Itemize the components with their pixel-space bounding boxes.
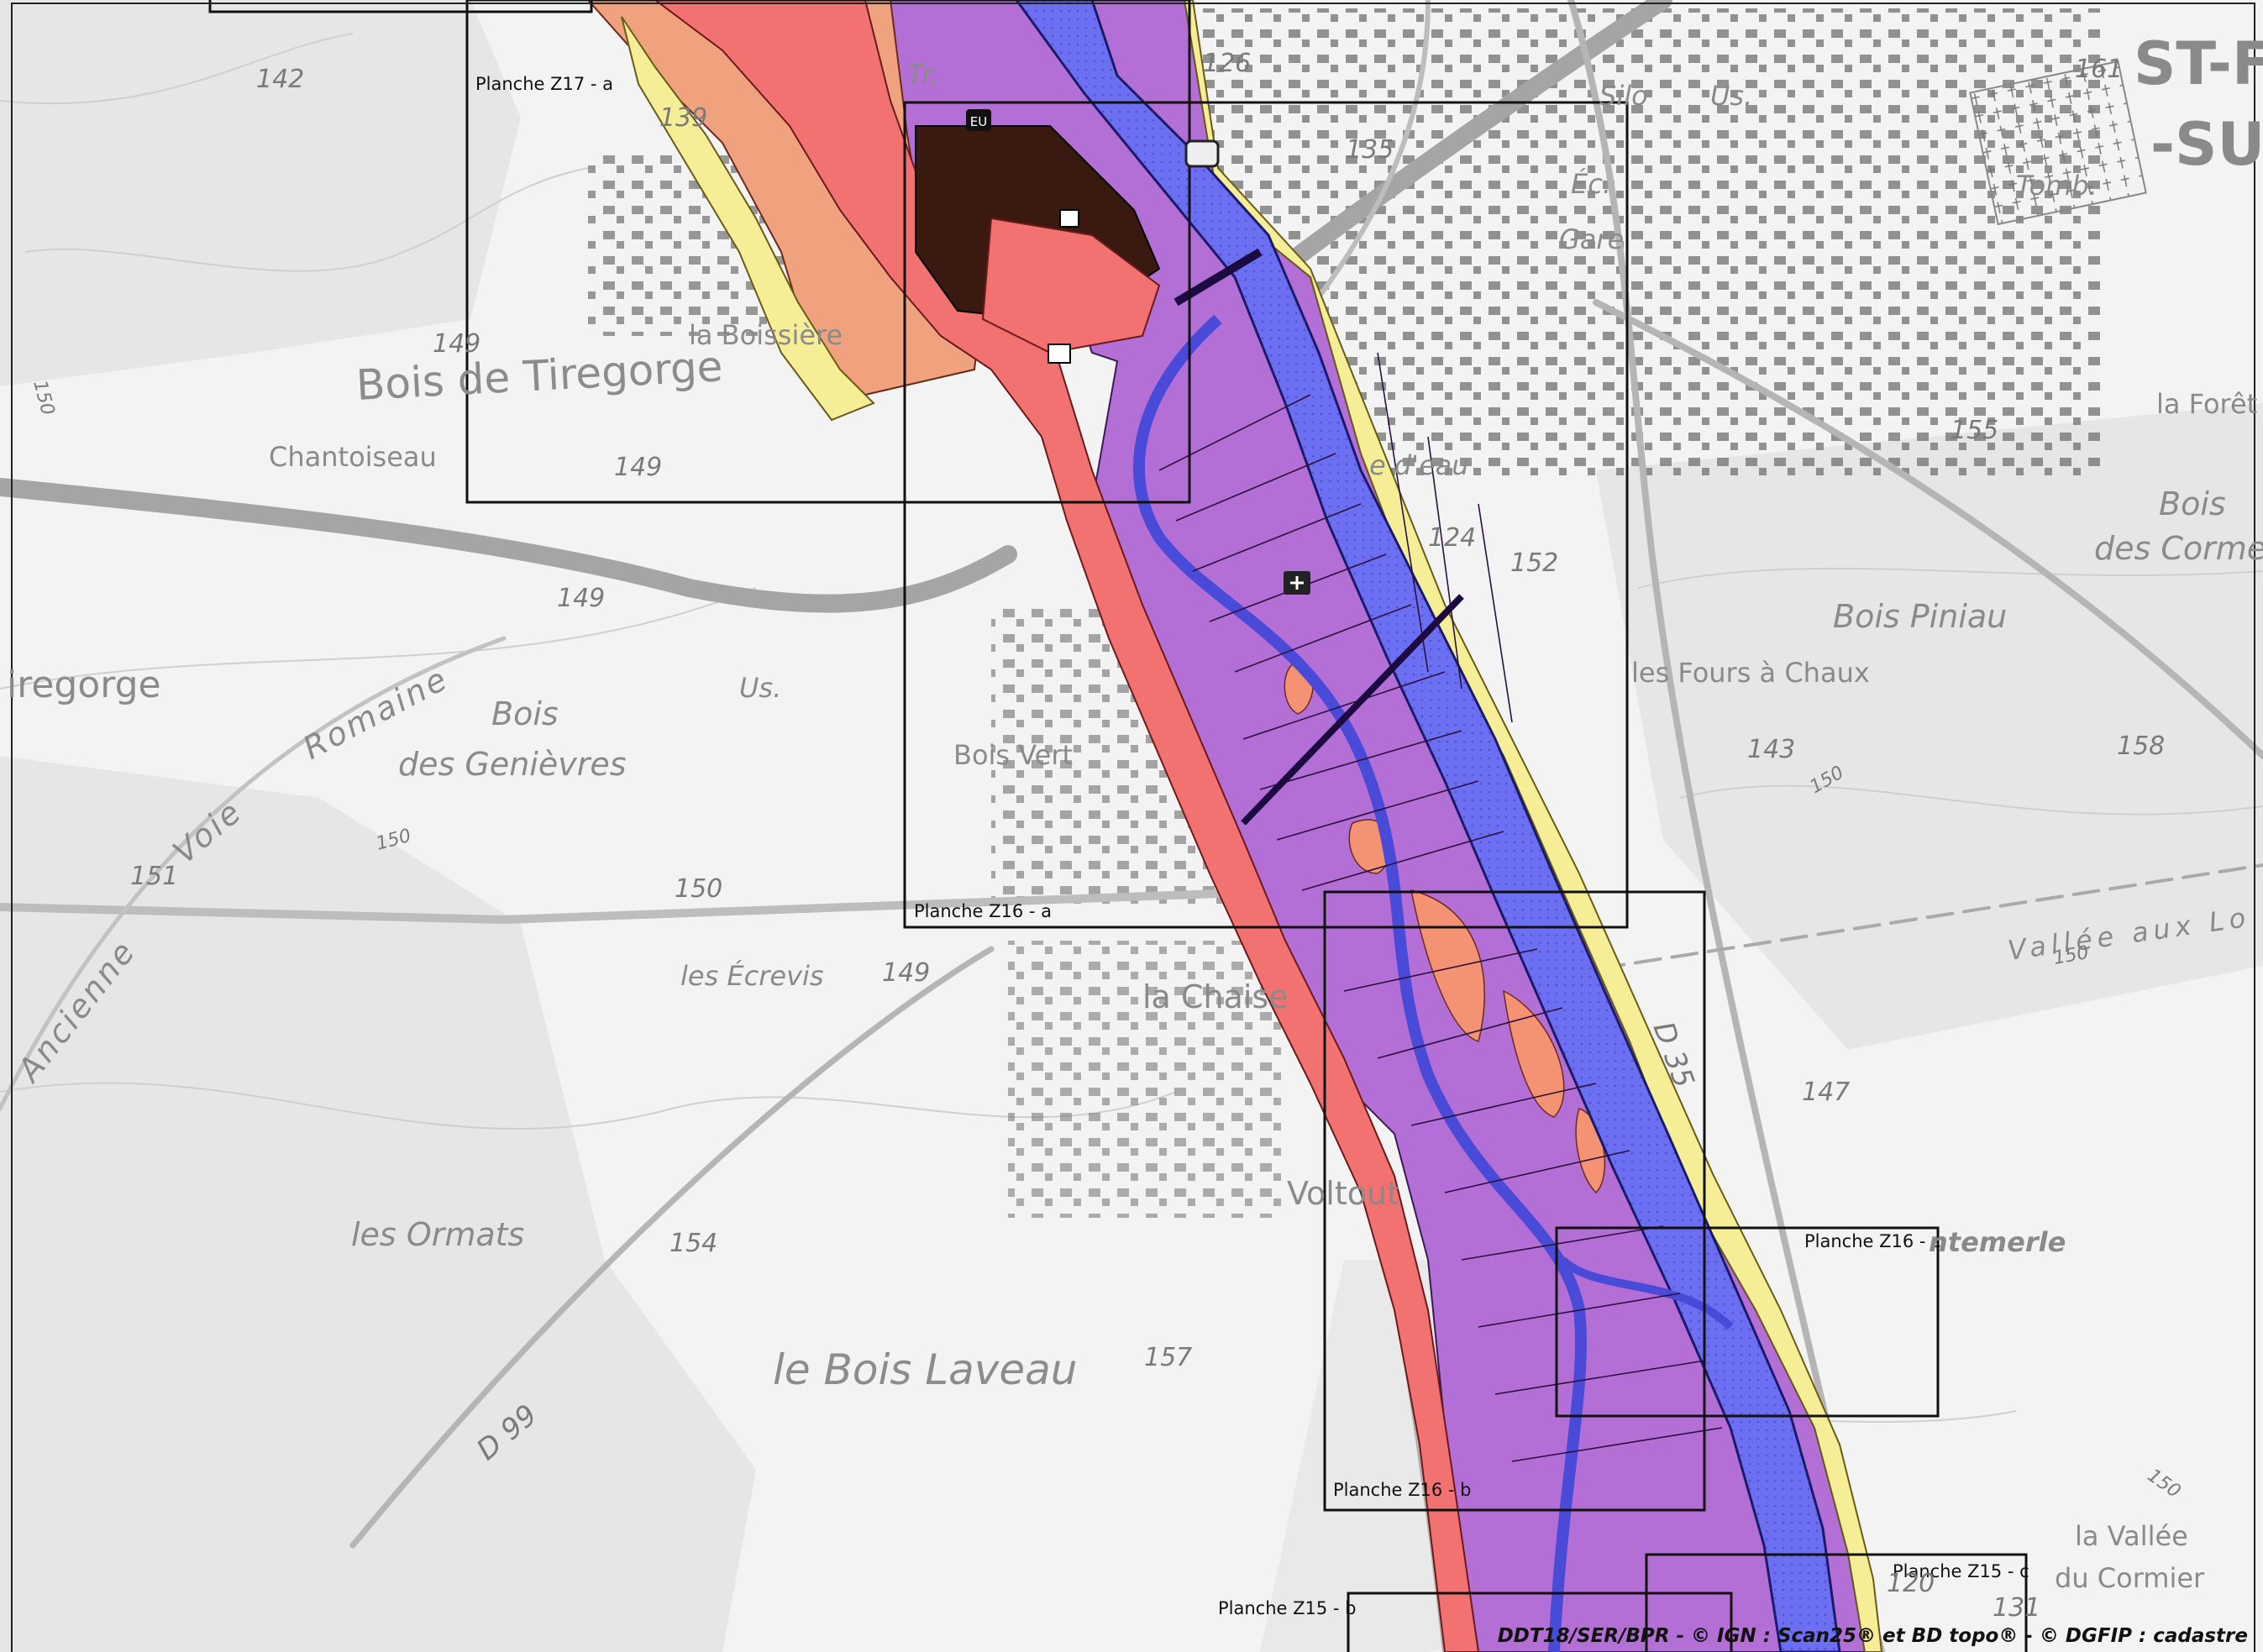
label-la-vallee-2: du Cormier <box>2055 1562 2205 1594</box>
map-credit: DDT18/SER/BPR - © IGN : Scan25® et BD to… <box>1497 1625 2248 1647</box>
altitude-155: 155 <box>1951 416 1998 445</box>
label-silo: Silo <box>1599 80 1648 112</box>
label-chantemerle: ntemerle <box>1929 1226 2066 1258</box>
cross-icon[interactable] <box>1284 571 1310 595</box>
plate-frame-z16c[interactable] <box>1555 1226 1940 1418</box>
station-icon[interactable] <box>1184 139 1220 168</box>
label-tiregorge: iregorge <box>7 663 161 706</box>
plate-frame-z17a[interactable] <box>465 0 1191 504</box>
school-icon[interactable] <box>1047 344 1071 364</box>
altitude-152: 152 <box>1510 548 1558 578</box>
plate-label-z16a: Planche Z16 - a <box>914 901 1052 921</box>
plate-label-z17a: Planche Z17 - a <box>475 74 613 94</box>
label-les-ecrevis: les Écrevis <box>680 960 824 992</box>
label-us-2: Us. <box>739 672 781 704</box>
label-bois-genievres-1: Bois <box>491 695 559 732</box>
label-us-1: Us. <box>1710 80 1752 112</box>
secondary-channel[interactable] <box>1132 314 1588 1652</box>
altitude-139: 139 <box>659 103 707 133</box>
contour-lines <box>0 33 2263 1429</box>
zone-red-west[interactable] <box>654 0 1480 1652</box>
altitude-161: 161 <box>2075 55 2123 84</box>
altitude-142: 142 <box>256 65 304 94</box>
label-bois-vert: Bois Vert <box>953 739 1073 771</box>
altitude-154: 154 <box>669 1229 717 1258</box>
label-la-vallee-1: la Vallée <box>2075 1520 2188 1552</box>
plate-frame-z15c[interactable] <box>1645 1553 2028 1652</box>
label-le-bois-laveau: le Bois Laveau <box>773 1345 1077 1394</box>
blocks-voltout <box>1008 941 1285 1218</box>
altitude-149-b: 149 <box>614 453 662 482</box>
label-chantoiseau: Chantoiseau <box>269 441 437 473</box>
altitude-131: 131 <box>1993 1593 2040 1623</box>
eu-icon-text: EU <box>970 114 987 129</box>
plate-frame-z16a[interactable] <box>903 101 1629 929</box>
plate-frame-z16b[interactable] <box>1323 890 1706 1512</box>
zone-red-core[interactable] <box>981 217 1161 354</box>
label-eau: e d'eau <box>1369 449 1469 481</box>
label-les-ormats: les Ormats <box>351 1216 524 1253</box>
plate-label-z16c: Planche Z16 - c <box>1804 1231 1941 1251</box>
river[interactable] <box>1015 0 1841 1652</box>
label-bois-cormier-2: des Corme <box>2094 530 2263 567</box>
label-les-fours-a-chaux: les Fours à Chaux <box>1631 657 1870 689</box>
label-bois-cormier-1: Bois <box>2159 485 2226 522</box>
altitude-158: 158 <box>2117 732 2165 761</box>
river-dotted-fill <box>1016 0 1840 1652</box>
label-ec: Éc. <box>1571 168 1611 200</box>
label-la-chaise: la Chaise <box>1142 978 1289 1015</box>
altitude-120: 120 <box>1887 1569 1935 1598</box>
factory-icon[interactable] <box>1059 209 1079 228</box>
label-bois-genievres-2: des Genièvres <box>398 746 627 783</box>
map-frame <box>11 3 2255 1652</box>
altitude-143: 143 <box>1747 735 1795 764</box>
town-name-line-2: -SUI <box>2150 110 2263 179</box>
plate-label-z16b: Planche Z16 - b <box>1333 1480 1472 1500</box>
cemetery <box>1969 60 2147 226</box>
label-la-foret: la Forêt <box>2156 388 2257 420</box>
town-name-line-1: ST-F <box>2134 29 2263 98</box>
altitude-126: 126 <box>1203 49 1251 78</box>
label-la-boissiere: la Boissière <box>689 319 843 351</box>
label-tomb: Tomb. <box>2016 170 2098 202</box>
altitude-150: 150 <box>675 874 722 904</box>
zone-yellow-west[interactable] <box>621 16 875 422</box>
altitude-147: 147 <box>1802 1078 1850 1107</box>
altitude-149-c: 149 <box>557 584 605 613</box>
zone-orange-patch-4 <box>1503 989 1565 1118</box>
parcel-lines <box>1158 352 1723 1462</box>
altitude-135: 135 <box>1346 135 1394 165</box>
altitude-124: 124 <box>1428 523 1476 553</box>
label-tr: Tr. <box>907 59 938 91</box>
dike-line <box>1241 594 1464 826</box>
plate-frames[interactable] <box>208 0 2028 1652</box>
altitude-151: 151 <box>130 862 178 891</box>
altitude-157: 157 <box>1144 1343 1192 1372</box>
plate-label-z15b: Planche Z15 - b <box>1218 1598 1357 1618</box>
altitude-149-d: 149 <box>882 958 930 988</box>
eu-icon[interactable]: EU <box>966 109 991 131</box>
label-voltout: Voltout <box>1287 1175 1399 1212</box>
altitude-149-a: 149 <box>433 329 480 359</box>
side-channel-lower <box>1559 1256 1734 1330</box>
label-gare: Gare <box>1559 223 1624 255</box>
plate-label-z15c: Planche Z15 - c <box>1893 1561 2029 1581</box>
plate-frame-z15b[interactable] <box>1347 1592 1733 1652</box>
label-bois-piniau: Bois Piniau <box>1833 598 2007 635</box>
